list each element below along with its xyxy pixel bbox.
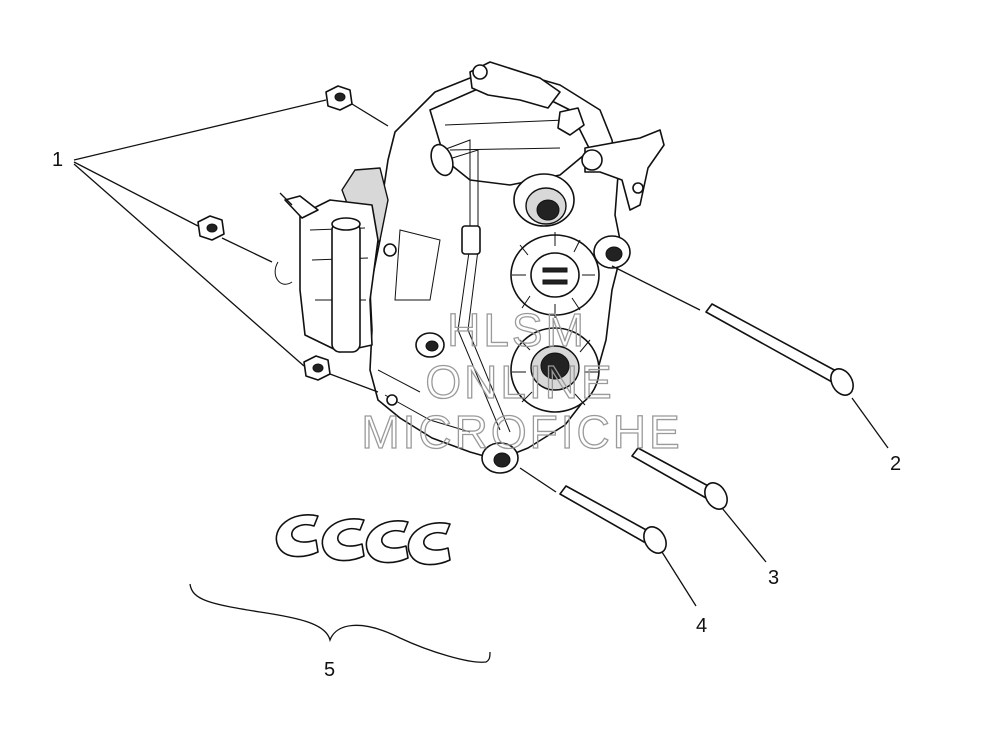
bolt-long [705,303,854,396]
nut-top [325,85,353,111]
upper-gear [510,232,600,318]
callout-3: 3 [768,567,779,589]
transmission-assembly [274,61,665,474]
callout-2: 2 [890,453,901,475]
nut-bottom [303,355,331,381]
clips-set [275,514,451,566]
callout-numbers: 1 2 3 4 5 [52,149,901,681]
lower-gear [510,327,600,413]
leader-lines [73,99,889,663]
watermark-line-3: MICROFICHE [361,406,682,458]
callout-1: 1 [52,149,63,171]
watermark-line-1: HLSM [447,304,587,356]
bolt-medium [631,447,728,510]
watermark: HLSM ONLINE MICROFICHE [361,303,682,458]
bolt-short [559,485,667,554]
nut-middle [197,215,225,241]
callout-5: 5 [324,659,335,681]
callout-4: 4 [696,615,707,637]
watermark-line-2: ONLINE [425,356,614,408]
